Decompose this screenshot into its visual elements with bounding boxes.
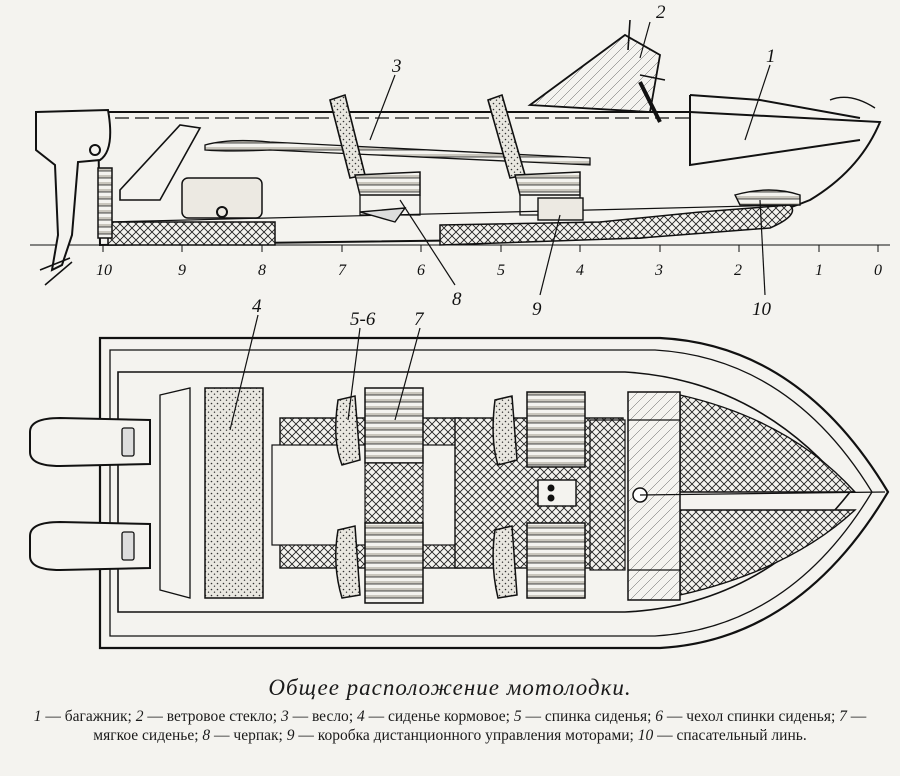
outboard-motor — [35, 108, 112, 272]
bailer — [359, 207, 407, 223]
legend-item: 9 — коробка дистанционного управления мо… — [286, 727, 638, 744]
scale-tick: 8 — [258, 262, 266, 279]
legend-item: 7 — мягкое сиденье; — [93, 708, 867, 744]
soft-seat — [526, 522, 586, 599]
legend-item: 2 — ветровое стекло; — [135, 708, 281, 725]
outboard-motor-top — [29, 416, 151, 468]
scale-tick: 10 — [96, 262, 112, 279]
soft-seat — [364, 522, 424, 604]
callout-8: 8 — [452, 289, 462, 310]
remote-control-box-top — [537, 479, 577, 507]
figure-legend: 1 — багажник; 2 — ветровое стекло; 3 — в… — [0, 707, 900, 745]
bow-deck — [679, 509, 857, 596]
legend-item: 3 — весло; — [280, 708, 357, 725]
scale-tick: 9 — [178, 262, 186, 279]
legend-item: 5 — спинка сиденья; — [513, 708, 656, 725]
scale-tick: 7 — [338, 262, 347, 279]
seat-back — [492, 525, 518, 599]
windshield — [527, 33, 661, 113]
scale-tick: 0 — [874, 262, 882, 279]
scale-tick: 6 — [417, 262, 425, 279]
legend-item: 6 — чехол спинки сиденья; — [655, 708, 840, 725]
callout-9: 9 — [532, 299, 542, 320]
stern-seat — [204, 387, 264, 599]
callout-1: 1 — [766, 46, 776, 67]
top-view — [29, 314, 890, 650]
seat-back — [335, 395, 361, 466]
legend-item: 1 — багажник; — [33, 708, 136, 725]
callout-2: 2 — [656, 2, 666, 23]
oar — [204, 139, 591, 166]
scale-tick: 2 — [734, 262, 742, 279]
hull-floor — [107, 221, 276, 246]
scale-tick: 1 — [815, 262, 823, 279]
seat-back — [335, 525, 361, 599]
callout-10: 10 — [752, 299, 772, 320]
scale-tick: 5 — [497, 262, 505, 279]
seat-back — [492, 395, 518, 466]
side-view — [30, 19, 890, 296]
scale-tick: 3 — [654, 262, 663, 279]
legend-item: 10 — спасательный линь. — [637, 727, 807, 744]
callout-4: 4 — [252, 296, 262, 317]
boat-diagram: 1 2 3 8 9 10 10 9 8 7 6 5 4 3 2 1 0 — [29, 2, 890, 650]
soft-seat — [364, 387, 424, 464]
rear-storage-box — [181, 177, 263, 219]
legend-item: 8 — черпак; — [202, 727, 287, 744]
outboard-motor-top — [29, 520, 151, 572]
lifeline — [733, 189, 801, 206]
callout-5-6: 5-6 — [350, 309, 376, 330]
figure-title: Общее расположение мотолодки. — [268, 675, 632, 700]
legend-item: 4 — сиденье кормовое; — [357, 708, 514, 725]
remote-control-box — [537, 197, 584, 221]
callout-7: 7 — [414, 309, 425, 330]
callout-3: 3 — [391, 56, 402, 77]
soft-seat — [526, 391, 586, 468]
scale-tick: 4 — [576, 262, 584, 279]
floor-panel — [589, 419, 626, 571]
bow-deck — [679, 394, 857, 493]
